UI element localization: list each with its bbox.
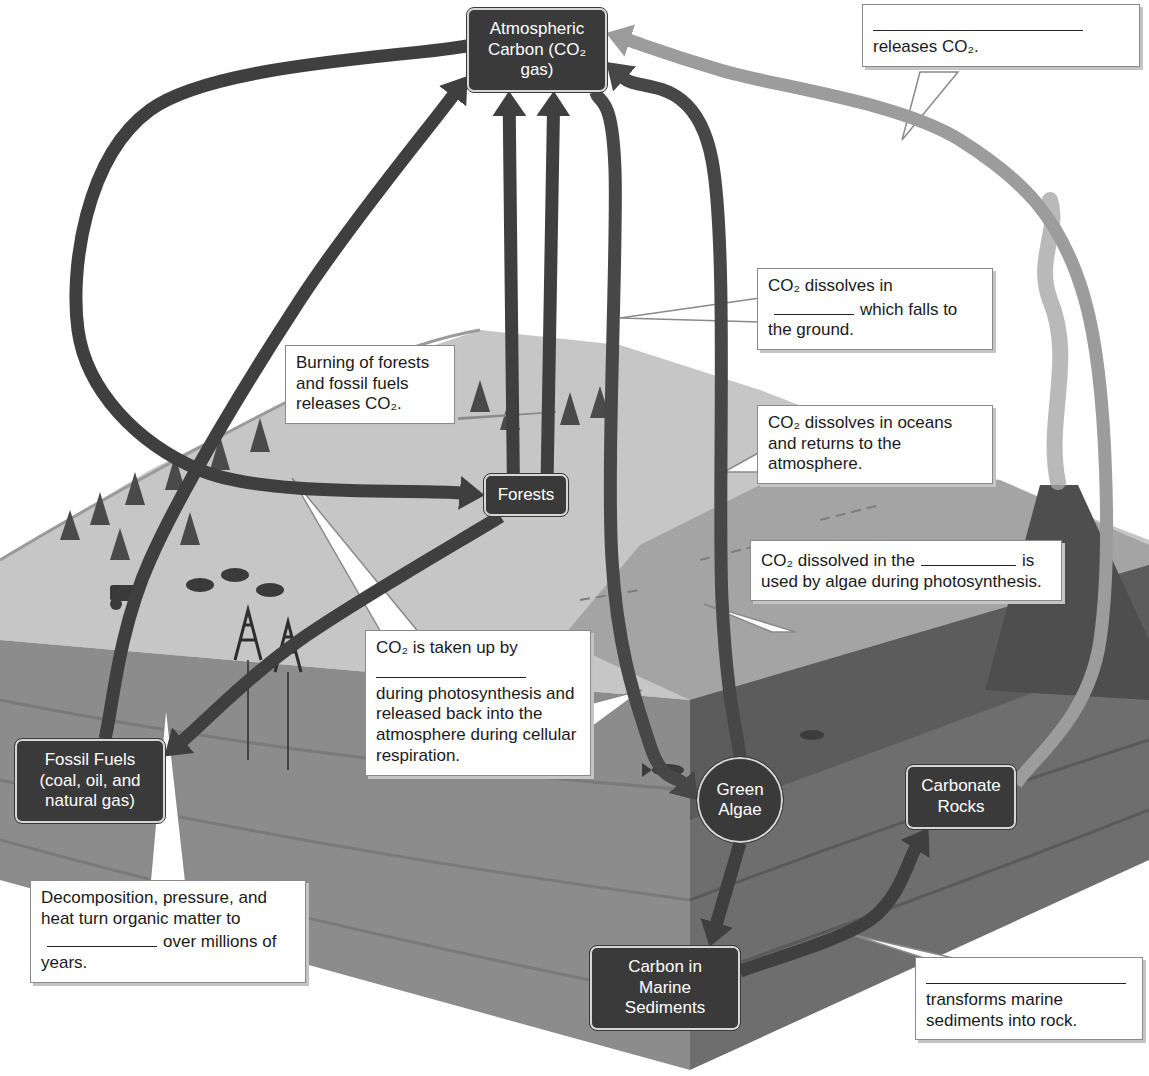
callout-text: transforms marine sediments into rock. xyxy=(926,990,1077,1030)
fish xyxy=(800,730,824,740)
fish-tail xyxy=(642,763,652,777)
callout-text: CO₂ dissolved in the xyxy=(761,551,915,570)
callout-box: CO₂ dissolved in theis used by algae dur… xyxy=(750,540,1062,601)
reservoir-box: Atmospheric Carbon (CO₂ gas) xyxy=(467,8,607,92)
box-label: Fossil Fuels (coal, oil, and natural gas… xyxy=(39,750,140,810)
callout-text: releases CO₂. xyxy=(873,37,979,56)
callout-box: releases CO₂. xyxy=(862,4,1140,67)
reservoir-box: Forests xyxy=(484,474,569,517)
callout-text: CO₂ is taken up by xyxy=(376,638,518,657)
callout-box: Burning of forests and fossil fuels rele… xyxy=(285,345,455,424)
callout-text: over millions of years. xyxy=(41,932,276,972)
reservoir-box: Carbon in Marine Sediments xyxy=(590,946,740,1030)
carbon-flow-arrow xyxy=(509,115,513,474)
algae-circle: Green Algae xyxy=(697,757,783,843)
sediment-layers xyxy=(690,740,1149,980)
box-label: Carbonate Rocks xyxy=(921,776,1000,816)
circle-label: Green Algae xyxy=(705,780,775,821)
carbon-flow-arrow xyxy=(547,115,553,474)
box-label: Forests xyxy=(498,485,555,504)
box-label: Atmospheric Carbon (CO₂ gas) xyxy=(488,19,586,79)
answer-blank xyxy=(47,929,157,947)
callout-text: CO₂ dissolves in xyxy=(768,276,893,295)
answer-blank xyxy=(926,965,1126,984)
callout-box: CO₂ dissolves in which falls to the groun… xyxy=(757,268,993,350)
carbon-flow-arrow xyxy=(716,843,740,924)
callout-text: Burning of forests and fossil fuels rele… xyxy=(296,353,429,413)
reservoir-box: Carbonate Rocks xyxy=(906,765,1016,828)
answer-blank xyxy=(873,12,1083,31)
answer-blank xyxy=(774,297,854,315)
callout-box: transforms marine sediments into rock. xyxy=(915,957,1143,1040)
answer-blank xyxy=(921,548,1016,566)
carbon-flow-arrow xyxy=(596,92,682,782)
carbon-flow-arrow xyxy=(624,78,740,757)
callout-text: during photosynthesis and released back … xyxy=(376,684,576,765)
reservoir-box: Fossil Fuels (coal, oil, and natural gas… xyxy=(15,739,165,823)
carbon-flow-arrow xyxy=(76,46,467,493)
answer-blank xyxy=(376,659,526,678)
ridge xyxy=(0,330,480,560)
carbon-flow-arrow xyxy=(629,40,1107,784)
callout-text: Decomposition, pressure, and heat turn o… xyxy=(41,888,267,928)
callout-box: CO₂ dissolves in oceans and returns to t… xyxy=(757,405,993,484)
callout-text: CO₂ dissolves in oceans and returns to t… xyxy=(768,413,952,473)
callout-tails xyxy=(150,72,962,960)
callout-box: Decomposition, pressure, and heat turn o… xyxy=(30,880,306,983)
callout-text: which falls to the ground. xyxy=(768,300,957,340)
box-label: Carbon in Marine Sediments xyxy=(625,957,705,1017)
carbon-flow-arrow xyxy=(740,848,916,971)
callout-box: CO₂ is taken up by during photosynthesis … xyxy=(365,630,591,776)
